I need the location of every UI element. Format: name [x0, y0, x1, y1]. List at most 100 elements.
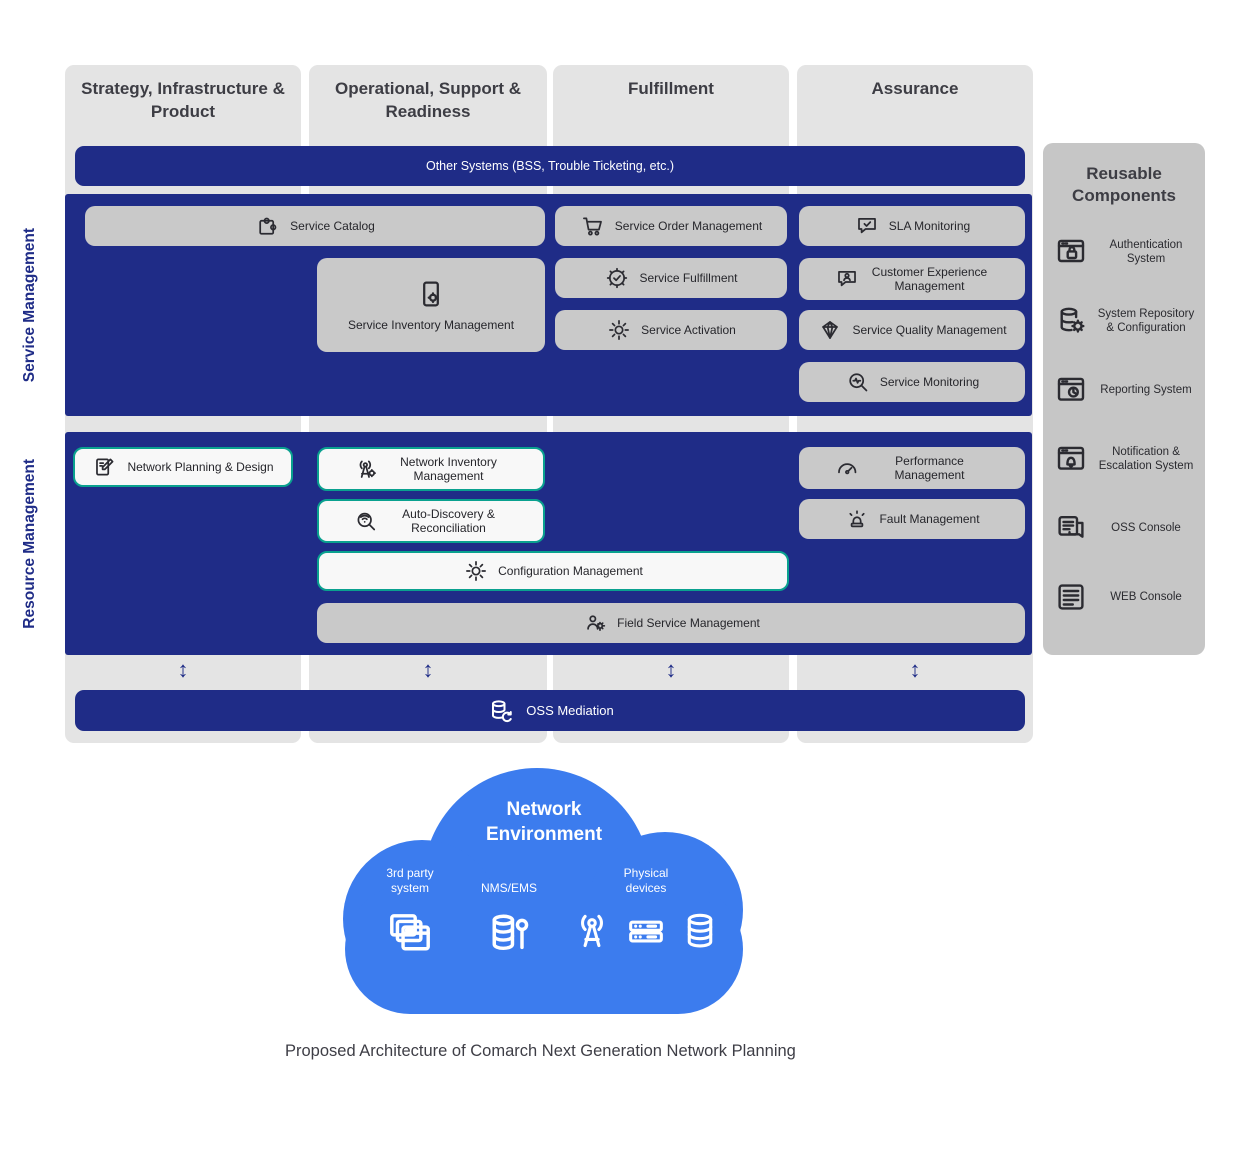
reusable-item-notification-escalation: Notification & Escalation System	[1053, 430, 1195, 488]
reusable-item-label: Notification & Escalation System	[1098, 445, 1194, 473]
side-label-text: Service Management	[21, 227, 38, 383]
box-customer-experience-management: Customer Experience Management	[799, 258, 1025, 300]
resource-management-side-label: Resource Management	[12, 432, 48, 655]
box-network-planning-design: Network Planning & Design	[73, 447, 293, 487]
column-title: Operational, Support & Readiness	[334, 79, 522, 121]
box-label: Service Order Management	[614, 218, 763, 233]
server-icon	[623, 908, 669, 954]
box-fault-management: Fault Management	[799, 499, 1025, 539]
gear-icon	[463, 558, 489, 584]
document-gear-icon	[414, 277, 448, 311]
pulse-magnifier-icon	[845, 369, 871, 395]
cloud-group-label: Physical devices	[623, 866, 669, 895]
box-service-quality-management: Service Quality Management	[799, 310, 1025, 350]
reusable-item-system-repository: System Repository & Configuration	[1053, 292, 1195, 350]
database-sync-icon	[486, 696, 516, 726]
reusable-item-label: Authentication System	[1109, 238, 1183, 266]
chat-check-icon	[854, 213, 880, 239]
box-performance-management: Performance Management	[799, 447, 1025, 489]
box-service-catalog: Service Catalog	[85, 206, 545, 246]
box-label: Fault Management	[879, 511, 980, 526]
box-service-order-management: Service Order Management	[555, 206, 787, 246]
window-clock-icon	[1053, 372, 1089, 408]
box-label: Service Fulfillment	[639, 270, 738, 285]
reusable-item-web-console: WEB Console	[1053, 568, 1195, 626]
column-title: Strategy, Infrastructure & Product	[81, 79, 285, 121]
box-label: SLA Monitoring	[888, 218, 971, 233]
box-network-inventory-management: Network Inventory Management	[317, 447, 545, 491]
box-configuration-management: Configuration Management	[317, 551, 789, 591]
box-label: Service Inventory Management	[347, 318, 515, 333]
box-label: Performance Management	[894, 453, 965, 482]
cloud-group-nms-ems: NMS/EMS	[481, 864, 537, 960]
diamond-icon	[817, 317, 843, 343]
oss-mediation-bar: OSS Mediation	[75, 690, 1025, 731]
reusable-components-panel: Reusable Components Authentication Syste…	[1043, 143, 1205, 655]
box-label: Customer Experience Management	[871, 264, 988, 293]
database-wrench-icon	[483, 908, 535, 960]
chat-person-icon	[834, 266, 860, 292]
person-gear-icon	[582, 610, 608, 636]
diagram-caption: Proposed Architecture of Comarch Next Ge…	[285, 1042, 796, 1060]
pencil-board-icon	[92, 454, 118, 480]
reusable-item-authentication: Authentication System	[1053, 223, 1195, 281]
cart-icon	[580, 213, 606, 239]
reusable-item-label: OSS Console	[1111, 522, 1181, 534]
reusable-item-reporting: Reporting System	[1053, 361, 1195, 419]
service-management-side-label: Service Management	[12, 194, 48, 416]
oss-mediation-label: OSS Mediation	[526, 703, 614, 718]
cloud-content: Network Environment 3rd party system NMS…	[345, 768, 743, 1014]
box-sla-monitoring: SLA Monitoring	[799, 206, 1025, 246]
box-label: Service Monitoring	[879, 374, 980, 389]
stacked-windows-icon	[384, 908, 436, 960]
cloud-title: Network Environment	[345, 798, 743, 847]
gear-icon	[606, 317, 632, 343]
antenna-icon	[569, 908, 615, 954]
box-label: Field Service Management	[617, 615, 760, 630]
window-bell-icon	[1053, 441, 1089, 477]
reusable-item-label: WEB Console	[1110, 591, 1182, 603]
updown-arrow-icon: ↕	[909, 657, 921, 682]
cloud-group-3rd-party: 3rd party system	[371, 864, 449, 960]
updown-arrow-icon: ↕	[177, 657, 189, 682]
column-title: Assurance	[871, 79, 959, 98]
window-lock-icon	[1053, 234, 1089, 270]
other-systems-bar: Other Systems (BSS, Trouble Ticketing, e…	[75, 146, 1025, 186]
side-label-text: Resource Management	[21, 458, 38, 629]
cloud-group-label: 3rd party system	[386, 866, 434, 895]
box-field-service-management: Field Service Management	[317, 603, 1025, 643]
cloud-group-physical-devices: Physical devices	[569, 864, 723, 954]
puzzle-icon	[255, 213, 281, 239]
alarm-icon	[844, 506, 870, 532]
box-label: Service Catalog	[290, 218, 375, 233]
box-label: Configuration Management	[498, 563, 643, 578]
box-label: Network Planning & Design	[127, 459, 274, 474]
reusable-components-title: Reusable Components	[1072, 164, 1176, 206]
web-list-icon	[1053, 579, 1089, 615]
reusable-item-oss-console: OSS Console	[1053, 499, 1195, 557]
box-service-inventory-management: Service Inventory Management	[317, 258, 545, 352]
cloud-group-label: NMS/EMS	[480, 881, 537, 895]
antenna-gear-icon	[353, 456, 379, 482]
gauge-icon	[834, 455, 860, 481]
cloud-groups: 3rd party system NMS/EMS Physical device…	[371, 864, 723, 960]
reusable-item-label: System Repository & Configuration	[1097, 307, 1195, 335]
box-label: Auto-Discovery & Reconciliation	[402, 506, 495, 535]
cloud-group-icons	[483, 908, 535, 960]
box-service-monitoring: Service Monitoring	[799, 362, 1025, 402]
box-label: Service Activation	[641, 322, 736, 337]
cloud-group-icons	[569, 908, 723, 954]
other-systems-label: Other Systems (BSS, Trouble Ticketing, e…	[425, 159, 674, 173]
box-service-activation: Service Activation	[555, 310, 787, 350]
database-gear-icon	[1053, 303, 1089, 339]
cloud-group-icons	[384, 908, 436, 960]
magnifier-wave-icon	[353, 508, 379, 534]
updown-arrow-icon: ↕	[422, 657, 434, 682]
cloud-title-text: Network Environment	[485, 799, 603, 845]
reusable-item-label: Reporting System	[1100, 384, 1192, 396]
network-environment-cloud: Network Environment 3rd party system NMS…	[343, 768, 743, 1014]
box-label: Network Inventory Management	[400, 454, 497, 483]
box-label: Service Quality Management	[852, 322, 1007, 337]
column-title: Fulfillment	[628, 79, 714, 98]
